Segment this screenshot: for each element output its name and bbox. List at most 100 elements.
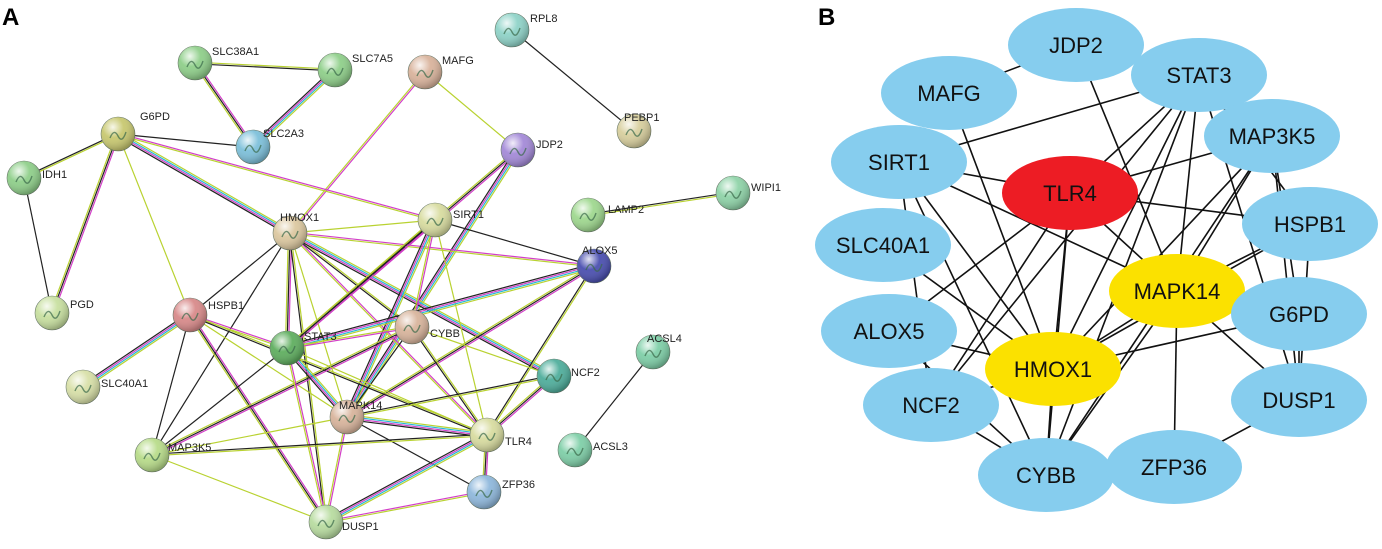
node-a-pgd: PGD <box>34 295 94 331</box>
edge-hspb1-slc40a1 <box>81 312 192 390</box>
edge-sirt1-alox5 <box>434 219 595 267</box>
edge-g6pd-slc2a3 <box>117 133 254 148</box>
node-a-label-dusp1: DUSP1 <box>342 521 379 533</box>
node-b-hmox1: HMOX1 <box>985 332 1121 406</box>
node-b-dusp1: DUSP1 <box>1231 363 1367 437</box>
node-a-label-ncf2: NCF2 <box>571 367 600 379</box>
node-a-acsl3: ACSL3 <box>557 432 628 468</box>
edge-sirt1-stat3 <box>285 218 437 350</box>
node-b-label-jdp2: JDP2 <box>1049 33 1103 58</box>
edge-mapk14-map3k5 <box>151 416 348 456</box>
edge-hspb1-dusp1 <box>188 313 328 524</box>
edge-cybb-map3k5 <box>151 325 413 457</box>
node-a-idh1: IDH1 <box>6 160 67 196</box>
node-a-zfp36: ZFP36 <box>466 474 535 510</box>
edge-b-tlr4-ncf2 <box>930 192 1071 406</box>
edge-dusp1-zfp36 <box>325 490 485 524</box>
edge-cybb-tlr4 <box>410 326 489 436</box>
node-a-label-acsl3: ACSL3 <box>593 441 628 453</box>
node-a-slc2a3: SLC2A3 <box>235 128 304 165</box>
node-a-label-lamp2: LAMP2 <box>608 204 644 216</box>
node-b-stat3: STAT3 <box>1131 38 1267 112</box>
edge-hmox1-sirt1 <box>289 219 436 234</box>
node-a-mafg: MAFG <box>407 54 474 90</box>
edge-stat3-tlr4 <box>286 347 488 436</box>
node-a-hspb1: HSPB1 <box>172 297 244 333</box>
node-b-label-hspb1: HSPB1 <box>1274 212 1346 237</box>
node-b-label-slc40a1: SLC40A1 <box>836 233 930 258</box>
node-a-slc38a1: SLC38A1 <box>177 45 259 81</box>
edge-cybb-ncf2 <box>411 326 555 377</box>
node-b-zfp36: ZFP36 <box>1106 430 1242 504</box>
edge-sirt1-cybb <box>410 219 437 328</box>
node-a-label-slc40a1: SLC40A1 <box>101 378 148 390</box>
node-a-pebp1: PEBP1 <box>616 112 659 149</box>
panel-a-letter: A <box>2 4 20 31</box>
node-b-g6pd: G6PD <box>1231 277 1367 351</box>
node-b-label-stat3: STAT3 <box>1166 63 1231 88</box>
node-a-label-wipi1: WIPI1 <box>751 182 781 194</box>
edge-g6pd-pgd <box>49 133 121 314</box>
node-a-lamp2: LAMP2 <box>570 197 644 233</box>
node-b-label-sirt1: SIRT1 <box>868 150 930 175</box>
edge-acsl4-acsl3 <box>574 351 654 451</box>
edge-b-sirt1-cybb <box>898 161 1047 476</box>
node-a-alox5: ALOX5 <box>576 245 617 284</box>
node-a-sirt1: SIRT1 <box>417 202 484 238</box>
node-a-label-pebp1: PEBP1 <box>624 112 659 124</box>
edge-stat3-map3k5 <box>151 347 288 456</box>
edge-sirt1-tlr4 <box>434 219 488 436</box>
node-b-mapk14: MAPK14 <box>1109 254 1245 328</box>
node-a-stat3: STAT3 <box>269 330 337 366</box>
edge-alox5-stat3 <box>286 263 595 351</box>
node-a-rpl8: RPL8 <box>494 12 558 48</box>
edge-b-mafg-hmox1 <box>948 92 1054 370</box>
node-a-label-map3k5: MAP3K5 <box>168 442 211 454</box>
node-b-jdp2: JDP2 <box>1008 8 1144 82</box>
edge-b-map3k5-hmox1 <box>1052 135 1273 370</box>
node-a-label-slc2a3: SLC2A3 <box>263 128 304 140</box>
node-b-mafg: MAFG <box>881 56 1017 130</box>
edge-hmox1-map3k5 <box>151 232 291 456</box>
edge-hmox1-ncf2 <box>288 230 556 379</box>
edge-stat3-dusp1 <box>285 347 328 523</box>
node-a-tlr4: TLR4 <box>469 417 532 453</box>
node-a-label-alox5: ALOX5 <box>582 245 617 257</box>
node-a-acsl4: ACSL4 <box>635 333 682 370</box>
edge-mapk14-dusp1 <box>324 416 349 523</box>
node-b-ncf2: NCF2 <box>863 368 999 442</box>
panel-a-edges <box>23 29 734 525</box>
edge-mapk14-tlr4 <box>346 414 488 438</box>
edge-ncf2-mapk14 <box>346 374 555 419</box>
node-a-slc40a1: SLC40A1 <box>65 369 148 405</box>
node-b-label-g6pd: G6PD <box>1269 302 1329 327</box>
edge-alox5-tlr4 <box>485 265 596 436</box>
node-a-label-pgd: PGD <box>70 299 94 311</box>
node-b-tlr4: TLR4 <box>1002 156 1138 230</box>
node-a-slc7a5: SLC7A5 <box>317 52 393 88</box>
edge-idh1-pgd <box>23 177 53 314</box>
edge-g6pd-idh1 <box>23 132 119 180</box>
node-b-label-tlr4: TLR4 <box>1043 181 1097 206</box>
node-a-label-sirt1: SIRT1 <box>453 209 484 221</box>
node-a-label-slc38a1: SLC38A1 <box>212 46 259 58</box>
node-b-label-mapk14: MAPK14 <box>1134 279 1221 304</box>
node-a-label-rpl8: RPL8 <box>530 13 558 25</box>
node-b-label-mafg: MAFG <box>917 81 981 106</box>
node-b-label-alox5: ALOX5 <box>854 319 925 344</box>
node-b-label-cybb: CYBB <box>1016 463 1076 488</box>
edge-tlr4-dusp1 <box>324 432 489 525</box>
node-a-g6pd: G6PD <box>100 111 170 152</box>
node-a-label-g6pd: G6PD <box>140 111 170 123</box>
node-b-cybb: CYBB <box>978 438 1114 512</box>
edge-cybb-stat3 <box>286 325 413 350</box>
node-b-label-zfp36: ZFP36 <box>1141 455 1207 480</box>
panel-b-nodes: JDP2MAFGSTAT3MAP3K5SIRT1TLR4HSPB1SLC40A1… <box>815 8 1378 512</box>
node-a-cybb: CYBB <box>394 309 460 345</box>
node-a-jdp2: JDP2 <box>500 132 563 168</box>
node-a-label-mapk14: MAPK14 <box>339 400 382 412</box>
edge-g6pd-hmox1 <box>116 131 292 236</box>
